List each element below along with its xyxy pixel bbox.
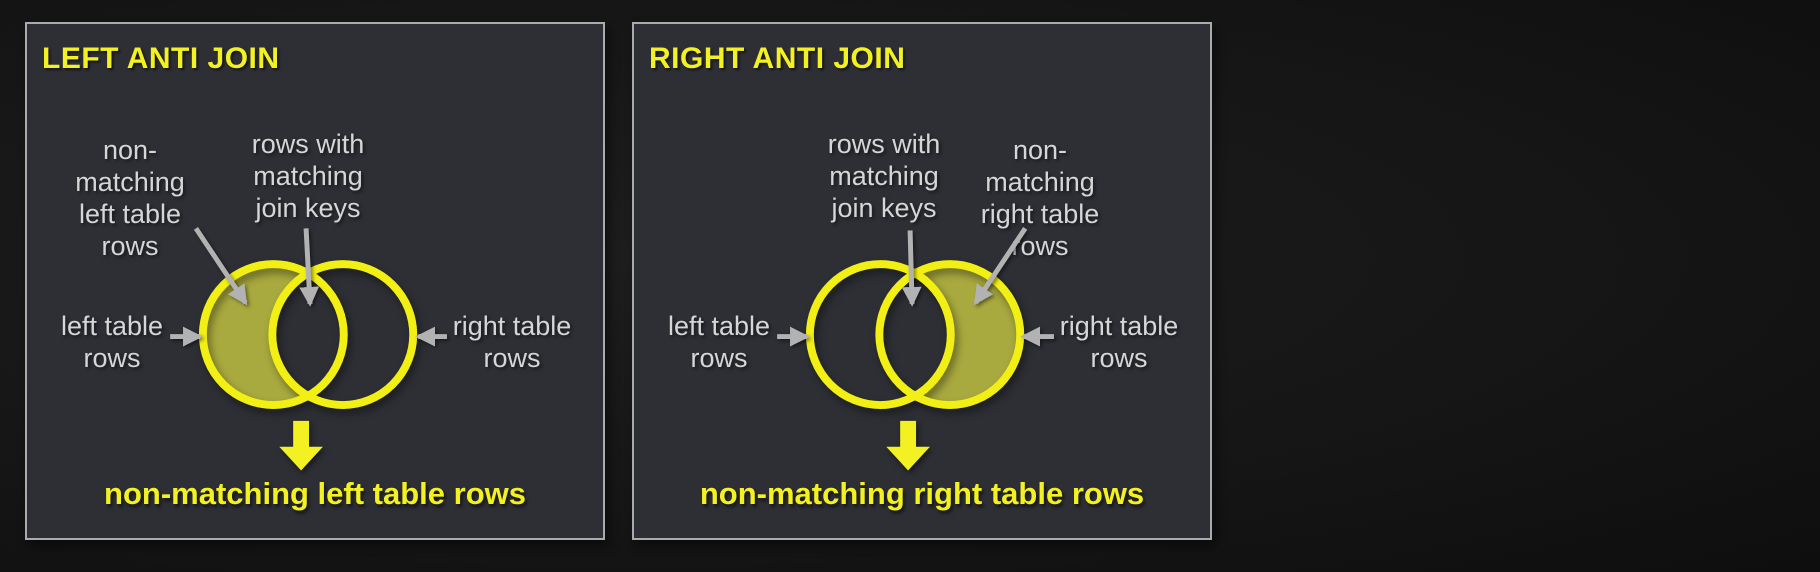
- label-line: matching: [253, 161, 363, 191]
- label-line: non-: [1012, 135, 1068, 165]
- label-left-table-rows: left table rows: [634, 310, 804, 374]
- label-line: left table: [78, 199, 182, 229]
- result-text: non-matching right table rows: [699, 476, 1145, 511]
- down-arrow-icon: [279, 420, 323, 471]
- label-line: non-: [102, 135, 158, 165]
- right-table-circle: [268, 260, 418, 410]
- label-line: rows: [690, 343, 748, 373]
- label-line: rows with: [827, 129, 941, 159]
- label-line: matching: [985, 167, 1095, 197]
- label-line: right table: [452, 311, 572, 341]
- left-table-circle: [805, 260, 955, 410]
- arrow-matching-region: [299, 228, 320, 307]
- right-anti-join-panel: RIGHT ANTI JOIN rows with matching join …: [632, 22, 1212, 540]
- label-line: rows: [1090, 343, 1148, 373]
- label-matching-join-keys: rows with matching join keys: [218, 128, 398, 224]
- label-line: right table: [980, 199, 1100, 229]
- down-arrow-icon: [886, 420, 930, 471]
- label-non-matching-left-rows: non- matching left table rows: [40, 134, 220, 262]
- panel-title: LEFT ANTI JOIN: [42, 42, 280, 75]
- label-matching-join-keys: rows with matching join keys: [794, 128, 974, 224]
- venn-diagram-left-anti: [170, 227, 447, 471]
- left-anti-join-panel: LEFT ANTI JOIN non- matching left table …: [25, 22, 605, 540]
- arrow-non-matching-region: [193, 227, 248, 306]
- label-line: rows: [101, 231, 159, 261]
- venn-diagram-right-anti: [777, 227, 1054, 471]
- result-text: non-matching left table rows: [104, 476, 526, 511]
- left-table-circle: [198, 260, 348, 410]
- label-line: join keys: [831, 193, 937, 223]
- label-line: matching: [829, 161, 939, 191]
- arrow-matching-region: [901, 230, 922, 307]
- panel-title: RIGHT ANTI JOIN: [649, 42, 906, 75]
- label-line: join keys: [255, 193, 361, 223]
- label-line: rows with: [251, 129, 365, 159]
- label-right-table-rows: right table rows: [427, 310, 597, 374]
- right-table-circle: [875, 260, 1025, 410]
- label-line: matching: [75, 167, 185, 197]
- label-line: rows: [483, 343, 541, 373]
- label-non-matching-right-rows: non- matching right table rows: [950, 134, 1130, 262]
- label-line: right table: [1059, 311, 1179, 341]
- label-line: left table: [667, 311, 771, 341]
- label-left-table-rows: left table rows: [27, 310, 197, 374]
- arrow-non-matching-region: [973, 227, 1028, 306]
- label-line: rows: [83, 343, 141, 373]
- label-line: left table: [60, 311, 164, 341]
- label-right-table-rows: right table rows: [1034, 310, 1204, 374]
